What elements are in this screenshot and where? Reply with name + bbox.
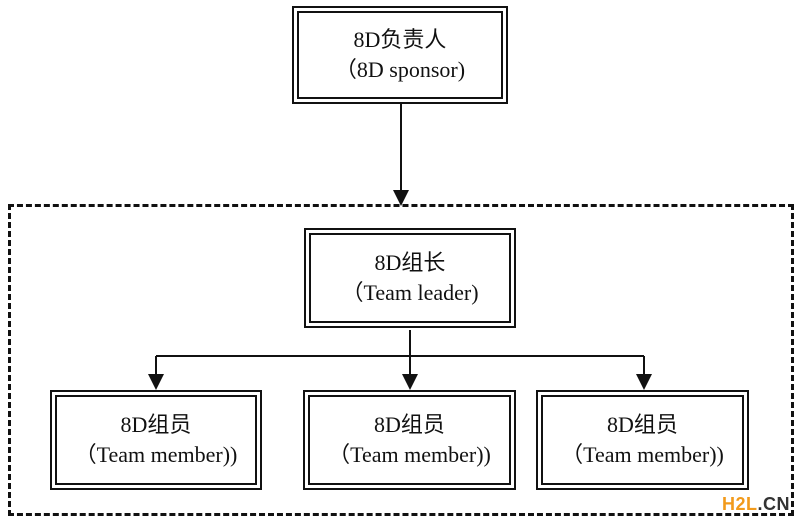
leader-title: 8D组长 [374,250,446,275]
sponsor-title: 8D负责人 [353,27,447,52]
member-box-3: 8D组员 （Team member)) [536,390,749,490]
member-title: 8D组员 [374,412,445,437]
member-box-2: 8D组员 （Team member)) [303,390,516,490]
member-subtitle: （Team member)) [328,442,491,467]
site-watermark: H2L.CN [722,494,790,515]
member-subtitle: （Team member)) [561,442,724,467]
sponsor-box: 8D负责人 （8D sponsor) [292,6,508,104]
leader-box: 8D组长 （Team leader) [304,228,516,328]
member-title: 8D组员 [607,412,678,437]
member-box-1: 8D组员 （Team member)) [50,390,262,490]
member-title: 8D组员 [120,412,192,437]
leader-subtitle: （Team leader) [341,280,479,305]
member-subtitle: （Team member)) [74,442,238,467]
watermark-suffix: .CN [757,494,790,514]
sponsor-subtitle: （8D sponsor) [334,57,466,82]
watermark-brand: H2L [721,494,758,514]
